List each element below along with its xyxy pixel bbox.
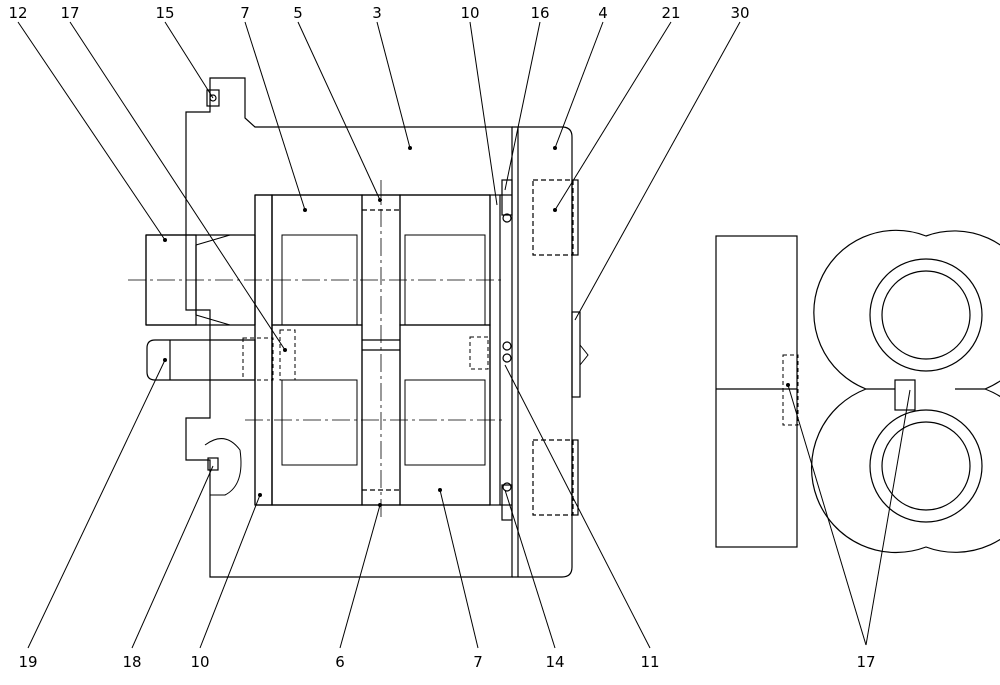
label-10-bottom: 10 — [190, 653, 209, 671]
gear-lower-left — [271, 324, 363, 506]
label-7-bottom: 7 — [473, 653, 483, 671]
end-view-bore-bottom-inner — [881, 421, 971, 511]
housing-outline — [185, 77, 513, 578]
bottom-labels: 19 18 10 6 7 14 11 17 — [18, 653, 875, 671]
seal-16 — [502, 213, 512, 223]
part-30 — [571, 311, 581, 398]
end-view-bore-top-outer — [869, 258, 983, 372]
side-plate-left — [254, 194, 273, 506]
label-17-bottom: 17 — [856, 653, 875, 671]
part-15 — [206, 89, 220, 107]
label-10: 10 — [460, 4, 479, 22]
label-21: 21 — [661, 4, 680, 22]
label-18: 18 — [122, 653, 141, 671]
pin-17 — [279, 329, 296, 381]
label-17: 17 — [60, 4, 79, 22]
label-6: 6 — [335, 653, 345, 671]
label-11: 11 — [640, 653, 659, 671]
end-view-bore-bottom-outer — [869, 409, 983, 523]
side-view-block — [715, 235, 798, 548]
part-18 — [207, 457, 219, 471]
label-14: 14 — [545, 653, 564, 671]
label-15: 15 — [155, 4, 174, 22]
gear-lower-right — [399, 324, 491, 506]
end-view-key — [894, 379, 916, 411]
end-view-bore-top-inner — [881, 270, 971, 360]
end-view-housing — [810, 229, 1000, 554]
seal-11-a — [502, 341, 512, 351]
recess-21-upper — [532, 179, 574, 256]
top-labels: 12 17 15 7 5 3 10 16 4 21 30 — [8, 4, 749, 22]
seal-14 — [502, 482, 512, 492]
label-19: 19 — [18, 653, 37, 671]
recess-21-lower — [532, 439, 574, 516]
end-cover — [512, 126, 573, 578]
label-30: 30 — [730, 4, 749, 22]
label-16: 16 — [530, 4, 549, 22]
label-5: 5 — [293, 4, 303, 22]
leader-lines — [17, 21, 911, 649]
gear-upper-right — [399, 194, 491, 326]
label-3: 3 — [372, 4, 382, 22]
label-7: 7 — [240, 4, 250, 22]
label-4: 4 — [598, 4, 608, 22]
seal-11-b — [502, 353, 512, 363]
label-12: 12 — [8, 4, 27, 22]
side-plate-right — [489, 194, 501, 506]
gear-upper-left — [271, 194, 363, 326]
